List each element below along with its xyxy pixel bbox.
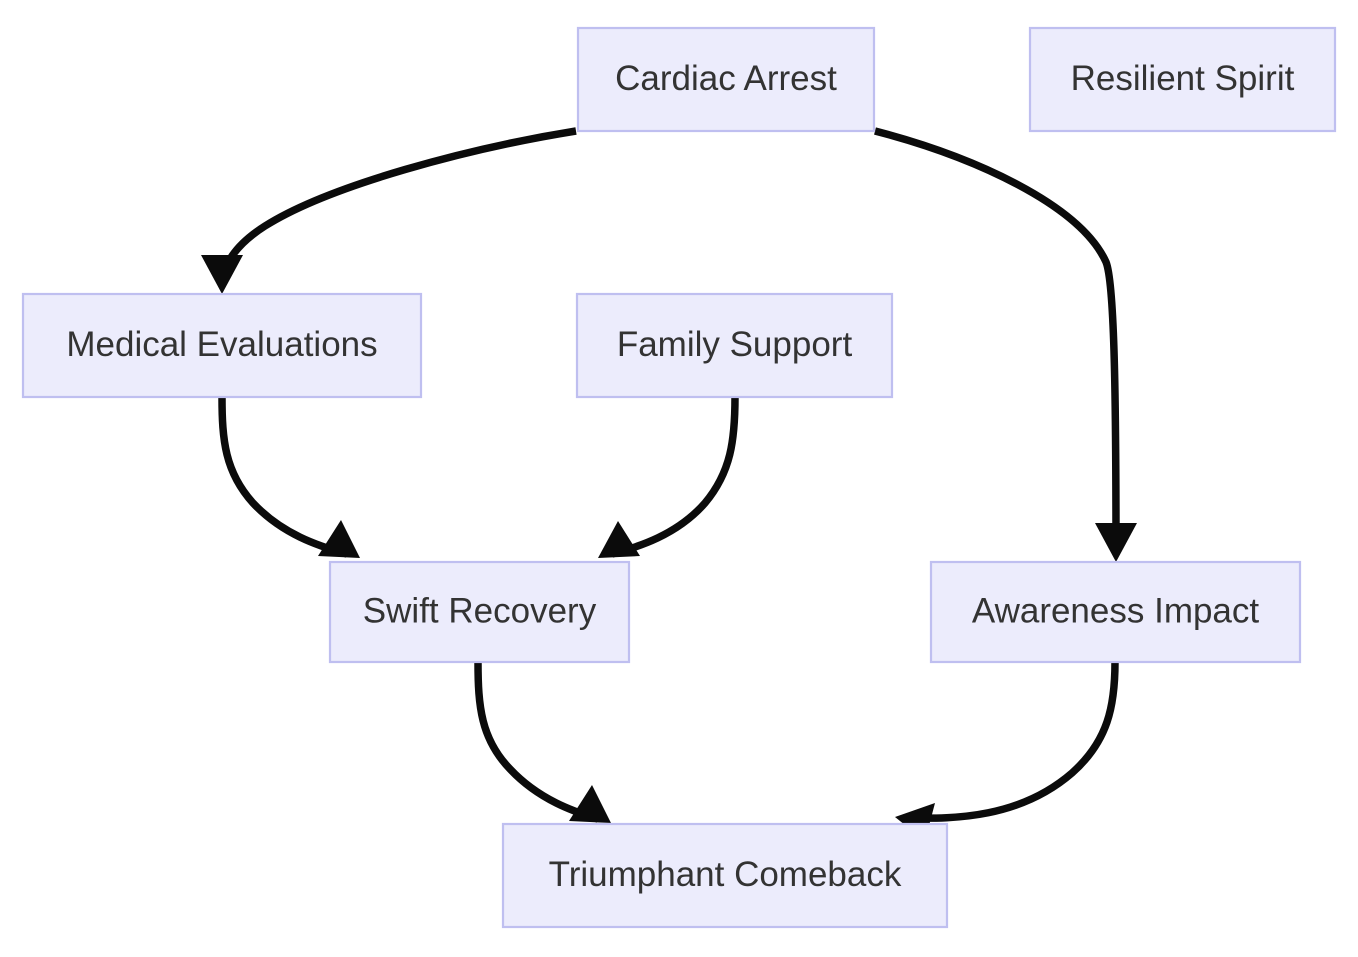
edge-swift-to-triumphant bbox=[474, 661, 611, 823]
edge-awareness-to-triumphant-line bbox=[908, 661, 1119, 822]
node-resilient-spirit-box[interactable] bbox=[1028, 26, 1337, 133]
edge-family-to-swift-line bbox=[611, 396, 739, 558]
node-swift-recovery-label: Swift Recovery bbox=[363, 591, 597, 630]
node-cardiac-arrest-label: Cardiac Arrest bbox=[615, 59, 837, 98]
edge-swift-to-triumphant-arrowhead-icon bbox=[569, 785, 611, 823]
node-triumphant-comeback[interactable]: Triumphant Comeback bbox=[501, 822, 949, 929]
node-medical-evaluations-box[interactable] bbox=[21, 292, 423, 399]
edge-swift-to-triumphant-line bbox=[474, 661, 600, 823]
node-cardiac-arrest-box[interactable] bbox=[576, 26, 876, 133]
edge-cardiac-to-awareness-line bbox=[874, 127, 1120, 549]
node-medical-evaluations[interactable]: Medical Evaluations bbox=[21, 292, 423, 399]
edge-medical-to-swift-arrowhead-icon bbox=[318, 520, 360, 558]
node-triumphant-comeback-label: Triumphant Comeback bbox=[549, 855, 902, 894]
edge-cardiac-to-medical bbox=[201, 127, 577, 294]
node-swift-recovery[interactable]: Swift Recovery bbox=[328, 560, 631, 664]
node-awareness-impact-label: Awareness Impact bbox=[972, 591, 1260, 630]
node-family-support[interactable]: Family Support bbox=[575, 292, 894, 399]
node-family-support-label: Family Support bbox=[617, 325, 853, 364]
edge-family-to-swift bbox=[598, 396, 739, 558]
node-resilient-spirit[interactable]: Resilient Spirit bbox=[1028, 26, 1337, 133]
node-cardiac-arrest[interactable]: Cardiac Arrest bbox=[576, 26, 876, 133]
edge-medical-to-swift bbox=[218, 396, 360, 558]
node-swift-recovery-box[interactable] bbox=[328, 560, 631, 664]
node-resilient-spirit-label: Resilient Spirit bbox=[1071, 59, 1295, 98]
edge-cardiac-to-medical-arrowhead-icon bbox=[201, 255, 243, 294]
edge-cardiac-to-awareness bbox=[874, 127, 1137, 562]
node-triumphant-comeback-box[interactable] bbox=[501, 822, 949, 929]
node-awareness-impact-box[interactable] bbox=[929, 560, 1302, 664]
node-medical-evaluations-label: Medical Evaluations bbox=[66, 325, 377, 364]
edge-family-to-swift-arrowhead-icon bbox=[598, 521, 640, 558]
edge-medical-to-swift-line bbox=[218, 396, 348, 558]
node-layer: Cardiac Arrest Resilient Spirit Medical … bbox=[21, 26, 1337, 929]
node-family-support-box[interactable] bbox=[575, 292, 894, 399]
edge-layer bbox=[201, 127, 1137, 841]
node-awareness-impact[interactable]: Awareness Impact bbox=[929, 560, 1302, 664]
edge-cardiac-to-awareness-arrowhead-icon bbox=[1095, 523, 1137, 562]
